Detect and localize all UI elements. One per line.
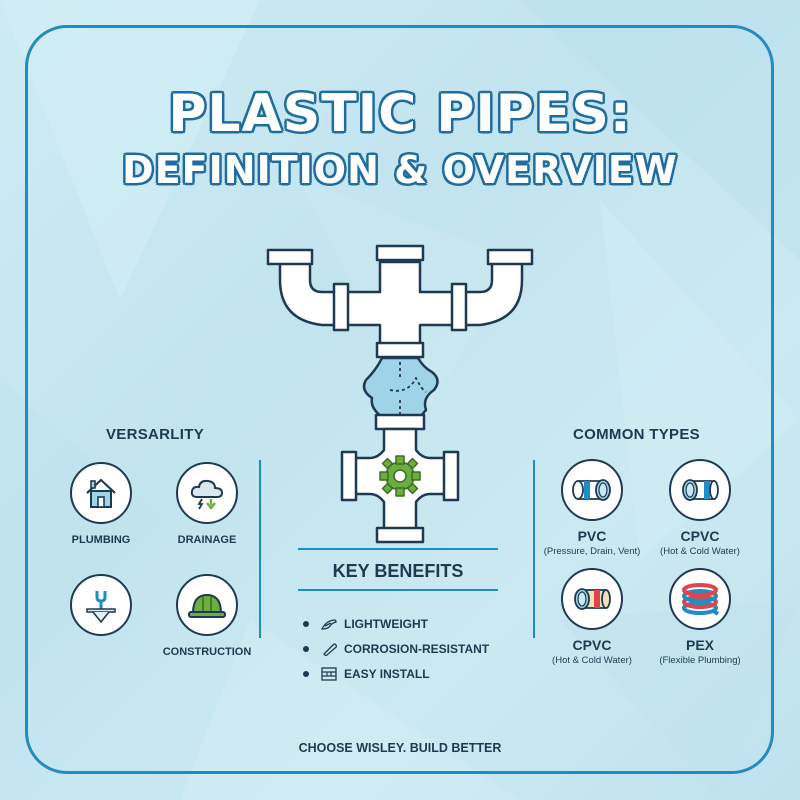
page-title: PLASTIC PIPES:	[168, 84, 632, 144]
type-desc-cpvc-2: (Hot & Cold Water)	[552, 655, 632, 666]
bullet-icon	[303, 646, 309, 652]
type-name-cpvc-2: CPVC	[572, 637, 612, 653]
cpvc-pipe-icon	[682, 479, 719, 501]
type-desc-cpvc-1: (Hot & Cold Water)	[660, 546, 740, 557]
key-benefits-top-rule	[298, 548, 498, 550]
type-name-cpvc-1: CPVC	[680, 528, 720, 544]
type-desc-pex: (Flexible Plumbing)	[659, 655, 741, 666]
versatility-item-utility	[70, 574, 132, 636]
versatility-heading: VERSARLITY	[106, 426, 205, 443]
type-item-cpvc-white	[669, 459, 731, 521]
feather-icon	[320, 619, 337, 630]
benefit-easy-install: EASY INSTALL	[303, 667, 430, 681]
versatility-item-drainage	[176, 462, 238, 524]
benefit-corrosion-resistant: CORROSION-RESISTANT	[303, 642, 489, 656]
versatility-label-construction: CONSTRUCTION	[162, 646, 252, 658]
wrench-funnel-icon	[86, 591, 116, 624]
benefit-label: LIGHTWEIGHT	[344, 617, 428, 631]
bullet-icon	[303, 621, 309, 627]
type-item-pex	[669, 568, 731, 630]
bullet-icon	[303, 671, 309, 677]
versatility-item-construction	[176, 574, 238, 636]
pipe-manifold-icon	[278, 260, 524, 357]
paperclip-icon	[323, 643, 337, 656]
pipe-assembly-illustration	[266, 244, 534, 544]
key-benefits-bottom-rule	[298, 589, 498, 591]
storm-cloud-drain-icon	[190, 479, 224, 510]
leak-bulge-icon	[362, 356, 439, 419]
content-frame	[25, 25, 774, 774]
hard-hat-icon	[188, 593, 226, 618]
type-name-pvc: PVC	[577, 528, 607, 544]
key-benefits-heading: KEY BENEFITS	[332, 561, 464, 581]
type-item-pvc	[561, 459, 623, 521]
benefit-label: EASY INSTALL	[344, 667, 430, 681]
gear-icon	[379, 455, 421, 497]
pvc-pipe-icon	[572, 479, 611, 501]
type-item-cpvc-beige	[561, 568, 623, 630]
benefit-lightweight: LIGHTWEIGHT	[303, 617, 428, 631]
type-desc-pvc: (Pressure, Drain, Vent)	[543, 546, 641, 557]
left-divider	[259, 460, 261, 638]
common-types-heading: COMMON TYPES	[573, 426, 700, 443]
benefit-label: CORROSION-RESISTANT	[344, 642, 490, 656]
pex-coil-icon	[682, 583, 720, 616]
cpvc-beige-pipe-icon	[574, 588, 611, 610]
right-divider	[533, 460, 535, 638]
page-subtitle: DEFINITION & OVERVIEW	[122, 148, 678, 192]
toolbox-icon	[321, 667, 337, 681]
versatility-label-plumbing: PLUMBING	[71, 534, 131, 546]
house-icon	[86, 478, 116, 508]
type-name-pex: PEX	[685, 637, 714, 653]
versatility-item-plumbing	[70, 462, 132, 524]
versatility-label-drainage: DRAINAGE	[177, 534, 237, 546]
footer-tagline: CHOOSE WISLEY. BUILD BETTER	[298, 741, 502, 755]
